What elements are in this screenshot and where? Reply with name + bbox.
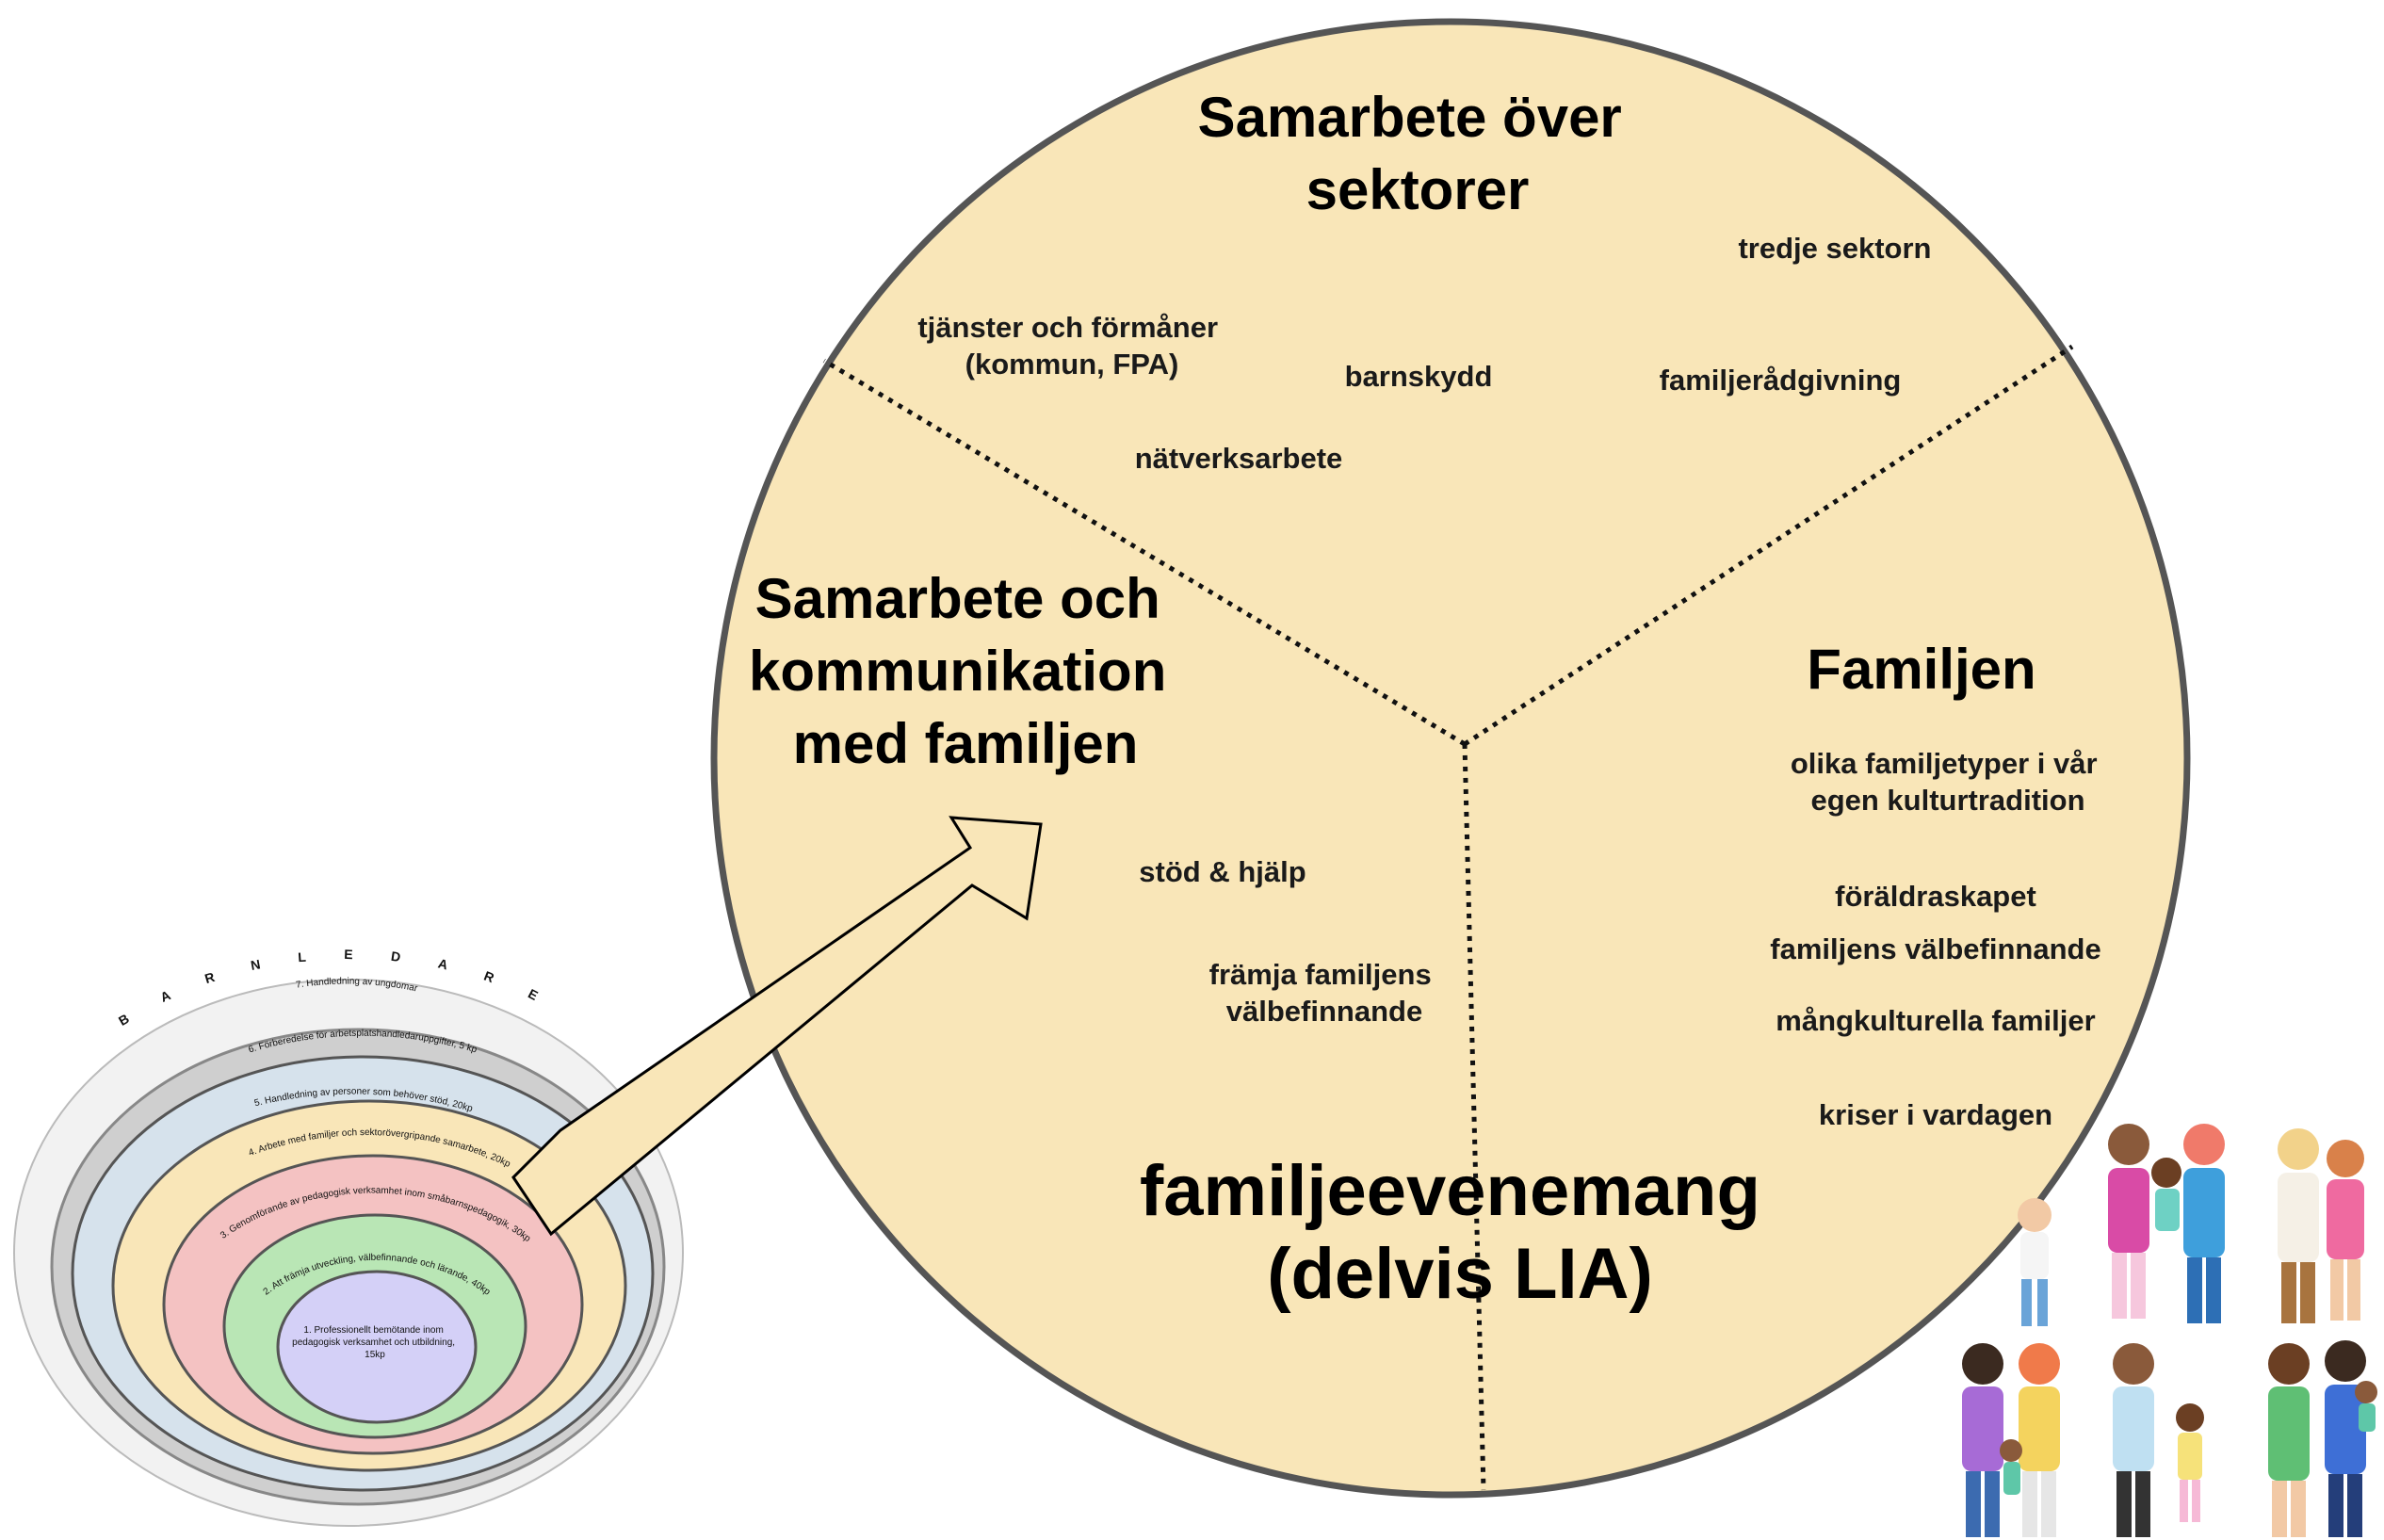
topic-stod-och-hjalp: stöd & hjälp [1139,855,1306,888]
topic-framja-familjens-valbefinnande: främja familjens välbefinnande [1209,958,1440,1028]
section-title: Samarbete över sektorer [1198,86,1638,221]
section-familjen: Familjen olika familjetyper i vår egen k… [1770,638,2105,1131]
topic-mangkulturella-familjer: mångkulturella familjer [1776,1004,2095,1037]
family-figure [2018,1198,2052,1326]
divider-right [1463,344,2074,747]
family-figure [2113,1343,2204,1537]
big-circle [710,18,2191,1499]
pointer-arrow [511,816,1043,1237]
section-samarbete-och-kommunikation: Samarbete och kommunikation med familjen… [749,567,1440,1028]
topic-natverksarbete: nätverksarbete [1135,442,1343,475]
topic-familjens-valbefinnande: familjens välbefinnande [1770,932,2100,965]
family-group-icon [1962,1124,2377,1537]
family-figure [2268,1340,2377,1537]
topic-olika-familjetyper: olika familjetyper i vår egen kulturtrad… [1791,747,2105,817]
topic-foraldraskapet: föräldraskapet [1835,880,2036,913]
family-figure [2278,1128,2364,1323]
topic-barnskydd: barnskydd [1345,360,1493,393]
topic-tjanster-och-formaner: tjänster och förmåner (kommun, FPA) [917,311,1225,381]
section-title: Familjen [1807,638,2035,701]
divider-left [822,358,1467,747]
topic-tredje-sektorn: tredje sektorn [1738,232,1931,265]
topic-familjeradgivning: familjerådgivning [1660,364,1902,397]
topic-kriser-i-vardagen: kriser i vardagen [1819,1098,2052,1131]
section-title: Samarbete och kommunikation med familjen [749,567,1182,775]
divider-bottom [1462,743,1486,1491]
small-nested-diagram: BARNLEDARE 7. Handledning av ungdomar 6.… [13,947,684,1527]
family-figure [1962,1343,2060,1537]
bottom-title: familjeevenemang (delvis LIA) [1140,1151,1780,1314]
section-samarbete-over-sektorer: Samarbete över sektorer tredje sektorn t… [917,86,1931,475]
ring-1-core-label: 1. Professionellt bemötande inom pedagog… [292,1325,458,1360]
family-figure [2108,1124,2225,1323]
